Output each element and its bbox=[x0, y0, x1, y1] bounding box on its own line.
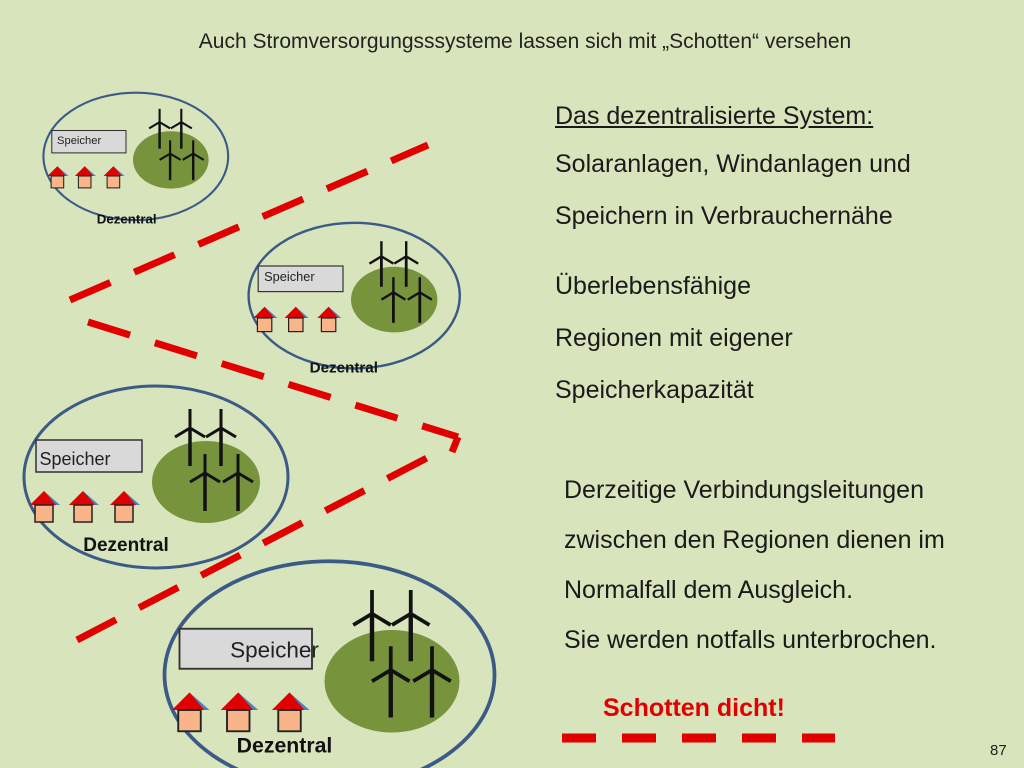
paragraph3-line: zwischen den Regionen dienen im bbox=[564, 526, 945, 554]
paragraph2-line: Speicherkapazität bbox=[555, 376, 754, 404]
region-label: Dezentral bbox=[237, 734, 333, 758]
paragraph1-line: Speichern in Verbrauchernähe bbox=[555, 202, 893, 230]
region-2: Speicher Dezentral bbox=[249, 223, 460, 376]
cut-line-2-hook bbox=[448, 435, 462, 454]
schotten-label: Schotten dicht! bbox=[603, 694, 785, 722]
storage-label: Speicher bbox=[39, 449, 110, 469]
region-label: Dezentral bbox=[97, 212, 157, 227]
storage-label: Speicher bbox=[230, 638, 319, 663]
paragraph1-line: Solaranlagen, Windanlagen und bbox=[555, 150, 911, 178]
slide-title: Auch Stromversorgungsssysteme lassen sic… bbox=[198, 30, 852, 53]
storage-label: Speicher bbox=[57, 135, 101, 147]
region-label: Dezentral bbox=[310, 359, 378, 376]
schotten-lines bbox=[68, 141, 835, 743]
cut-line-2 bbox=[86, 318, 460, 441]
storage-label: Speicher bbox=[264, 269, 315, 284]
paragraph3-line: Sie werden notfalls unterbrochen. bbox=[564, 626, 937, 654]
region-label: Dezentral bbox=[83, 535, 169, 556]
region-3: Speicher Dezentral bbox=[24, 386, 288, 568]
paragraph2-line: Regionen mit eigener bbox=[555, 324, 793, 352]
paragraph2-line: Überlebensfähige bbox=[555, 272, 751, 300]
paragraph3-line: Normalfall dem Ausgleich. bbox=[564, 576, 854, 604]
region-1: Speicher Dezentral bbox=[43, 93, 228, 227]
region-4: Speicher Dezentral bbox=[165, 561, 495, 768]
paragraph3-line: Derzeitige Verbindungsleitungen bbox=[564, 476, 924, 504]
section-heading: Das dezentralisierte System: bbox=[555, 102, 874, 130]
slide-number: 87 bbox=[990, 742, 1007, 759]
